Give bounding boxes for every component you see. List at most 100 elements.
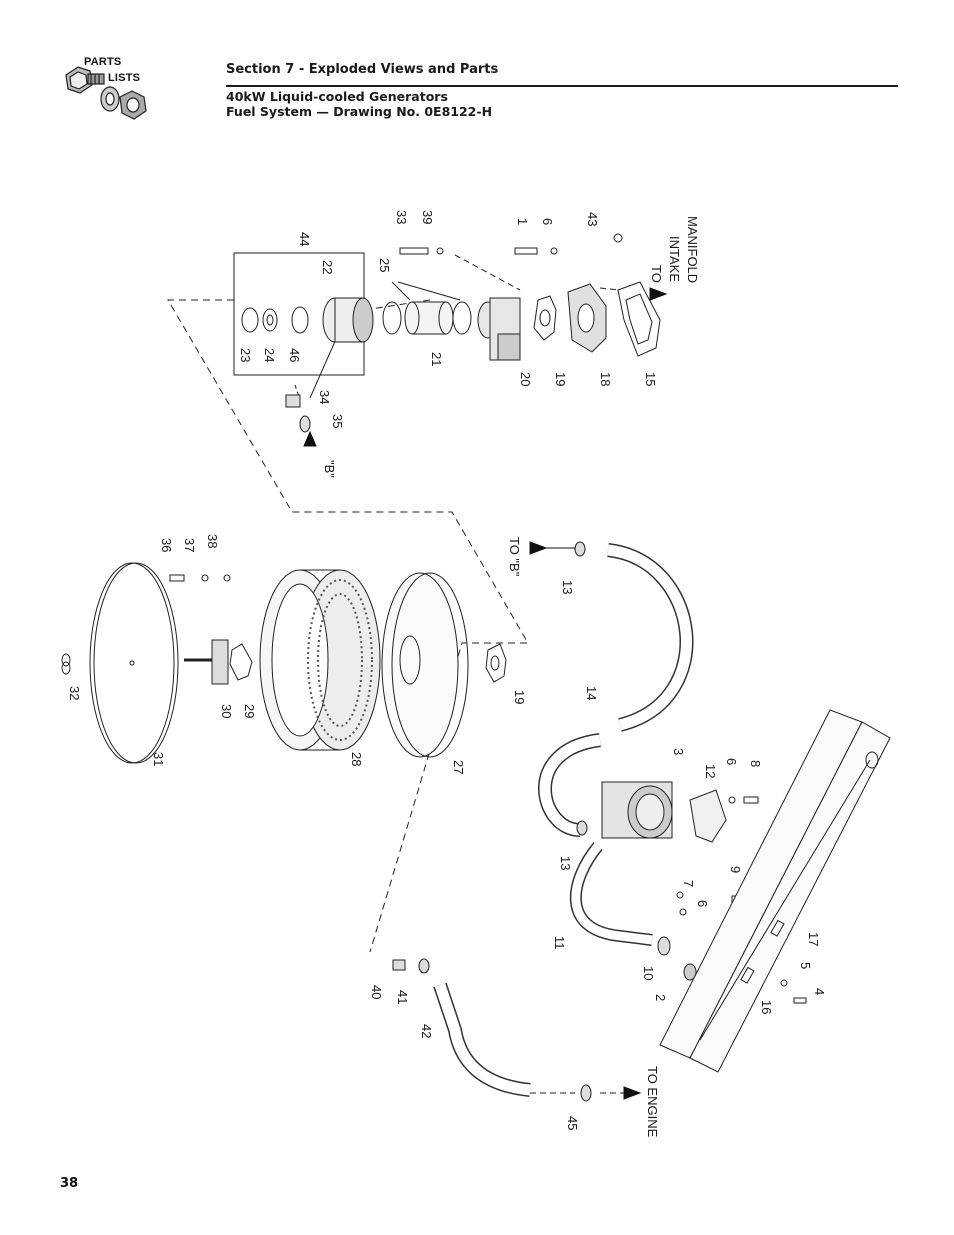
callout-23: 23	[238, 348, 253, 362]
callout-32: 32	[67, 686, 82, 700]
part-40-fitting	[392, 959, 406, 971]
part-36-screw	[169, 574, 185, 582]
part-23-gasket	[241, 307, 259, 333]
part-6-washer-c	[679, 908, 687, 916]
part-29-gasket	[229, 643, 253, 681]
part-27-base	[381, 572, 469, 758]
part-16-slot	[740, 966, 755, 984]
callout-27: 27	[451, 760, 466, 774]
part-33-bolt	[399, 247, 429, 255]
callout-11: 11	[552, 936, 567, 950]
part-32-wingnut	[61, 653, 71, 675]
callout-13a: 13	[560, 580, 575, 594]
callout-42: 42	[419, 1024, 434, 1038]
part-21-hose	[404, 301, 454, 335]
logo-lists-text: LISTS	[108, 72, 141, 84]
part-24-washer	[262, 308, 278, 332]
callout-22: 22	[320, 260, 335, 274]
callout-13b: 13	[558, 856, 573, 870]
part-19-gasket-upper	[533, 295, 557, 341]
arrow-b	[303, 430, 317, 447]
callout-15: 15	[643, 372, 658, 386]
callout-6c: 6	[695, 900, 710, 907]
part-25-clamp-b	[452, 301, 472, 335]
arrow-to-engine	[623, 1086, 642, 1100]
part-34-fitting	[285, 394, 301, 408]
part-42-hose	[434, 983, 531, 1096]
callout-20: 20	[518, 372, 533, 386]
callout-38: 38	[205, 534, 220, 548]
part-13-clamp-upper	[574, 541, 586, 557]
page-number: 38	[60, 1176, 79, 1191]
part-43-nut	[613, 233, 623, 243]
callout-34: 34	[317, 390, 332, 404]
drawing-number-title: Fuel System — Drawing No. 0E8122-H	[226, 104, 493, 119]
callout-31: 31	[151, 752, 166, 766]
callout-44: 44	[297, 232, 312, 246]
callout-19b: 19	[512, 690, 527, 704]
part-10-fitting	[657, 936, 671, 956]
callout-36: 36	[159, 538, 174, 552]
part-30-bracket	[211, 639, 229, 685]
label-intake: INTAKE	[667, 236, 682, 282]
flow-labels: TO "B" TO INTAKE MANIFOLD TO ENGINE	[507, 216, 700, 1138]
callout-6b: 6	[724, 758, 739, 765]
part-19-gasket-lower	[485, 643, 507, 683]
drawing-subtitles: 40kW Liquid-cooled Generators Fuel Syste…	[226, 89, 492, 119]
part-22-mixer	[322, 297, 374, 343]
arrow-to-intake	[649, 287, 668, 301]
part-31-cover	[89, 562, 175, 764]
part-13-clamp-lower	[576, 820, 588, 836]
part-20-throttle-body	[477, 297, 521, 361]
part-38-nut	[223, 574, 231, 582]
callout-21: 21	[429, 352, 444, 366]
part-5-washer	[780, 979, 788, 987]
part-3-regulator	[601, 781, 673, 839]
callout-7: 7	[681, 880, 696, 887]
callout-28: 28	[349, 752, 364, 766]
logo-parts-text: PARTS	[84, 56, 122, 68]
callout-10: 10	[641, 966, 656, 980]
label-manifold: MANIFOLD	[685, 216, 700, 283]
callout-b: "B"	[322, 460, 337, 478]
callout-43: 43	[585, 212, 600, 226]
callout-6a: 6	[540, 218, 555, 225]
label-to: TO	[649, 265, 664, 283]
callout-8: 8	[748, 760, 763, 767]
part-6-washer-b	[728, 796, 736, 804]
callout-9: 9	[728, 866, 743, 873]
callout-labels: 44 33 39 1 6 43 22 25 23 24 46 21 20 19 …	[67, 210, 827, 1130]
callout-37: 37	[182, 538, 197, 552]
callout-40: 40	[369, 985, 384, 999]
callout-46: 46	[287, 348, 302, 362]
callout-16: 16	[759, 1000, 774, 1014]
label-to-b: TO "B"	[507, 537, 522, 577]
arrow-to-b	[529, 541, 548, 555]
callout-45: 45	[565, 1116, 580, 1130]
callout-4: 4	[812, 988, 827, 995]
part-12-bracket	[689, 789, 727, 843]
label-to-engine: TO ENGINE	[645, 1066, 660, 1138]
callout-25: 25	[377, 258, 392, 272]
part-35-fitting	[299, 415, 311, 433]
callout-41: 41	[395, 990, 410, 1004]
callout-39: 39	[420, 210, 435, 224]
callout-5: 5	[798, 962, 813, 969]
callout-14: 14	[584, 686, 599, 700]
callout-29: 29	[242, 704, 257, 718]
part-46-oring	[291, 306, 309, 334]
callout-3: 3	[671, 748, 686, 755]
part-28-filter-element	[259, 569, 381, 751]
callout-17: 17	[806, 932, 821, 946]
part-7-nut	[676, 891, 684, 899]
part-6-lockwasher	[550, 247, 558, 255]
callout-33: 33	[394, 210, 409, 224]
callout-2: 2	[653, 994, 668, 1001]
part-25-clamp-a	[382, 301, 402, 335]
part-18-adapter	[567, 283, 607, 353]
callout-35: 35	[330, 414, 345, 428]
callout-24: 24	[262, 348, 277, 362]
callout-30: 30	[219, 704, 234, 718]
part-45-fitting	[580, 1084, 592, 1102]
